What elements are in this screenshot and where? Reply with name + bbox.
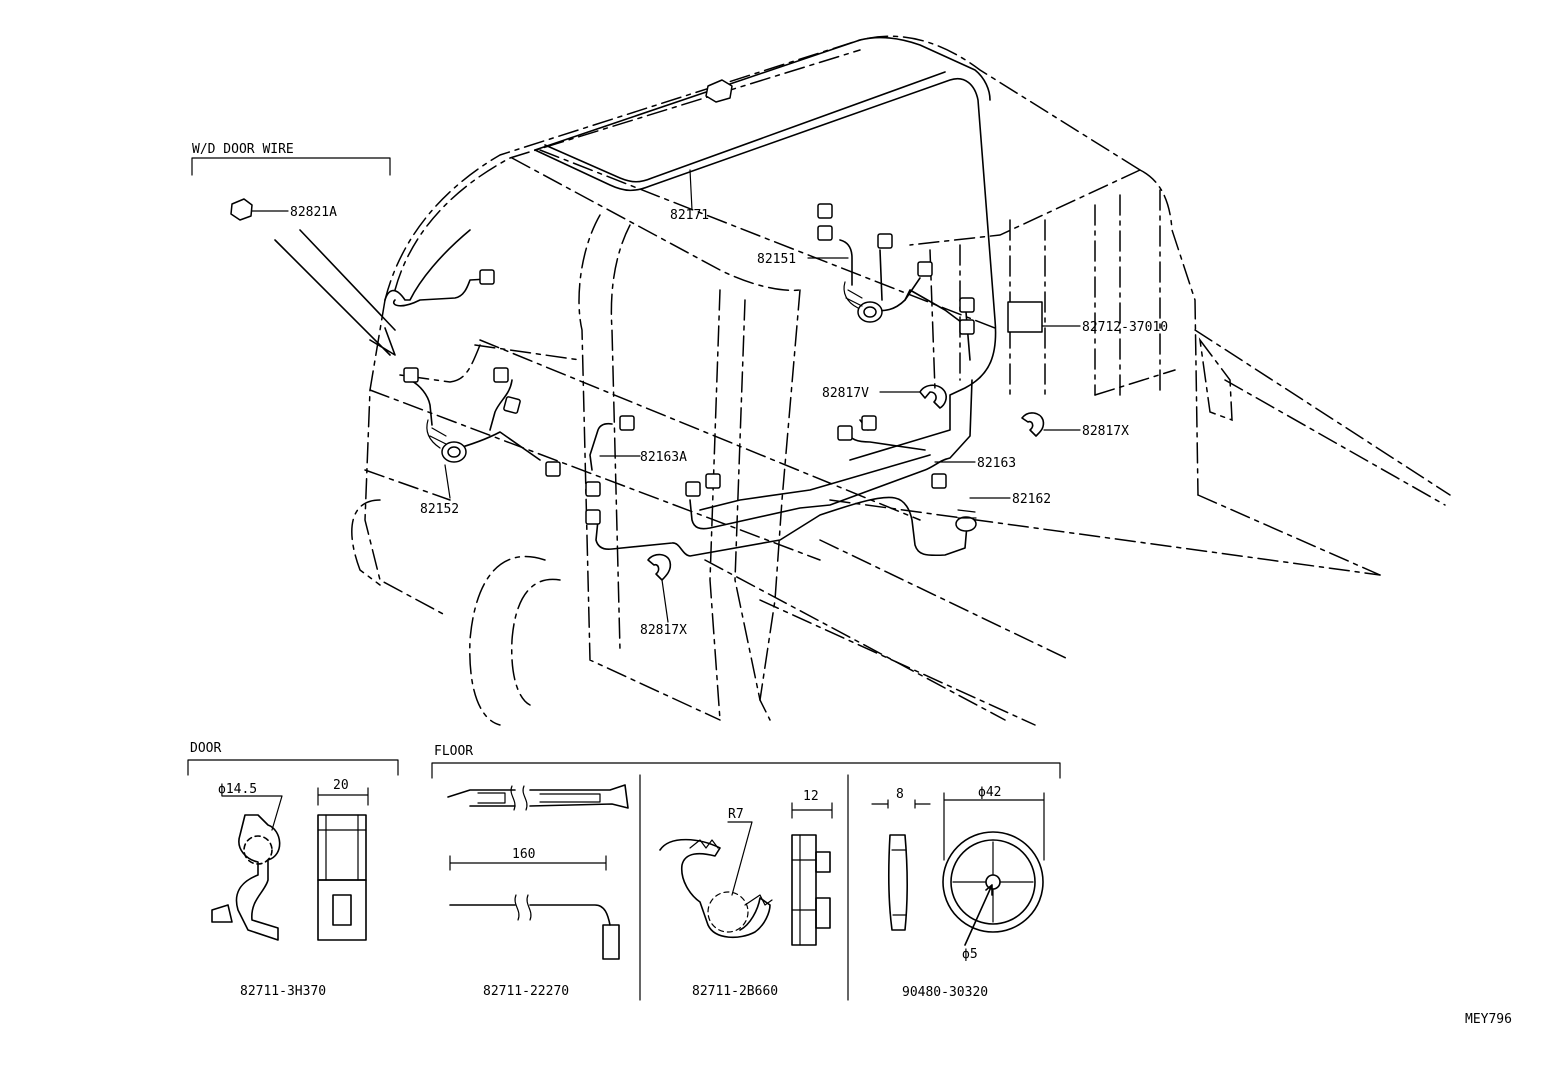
grommet-inner-diameter: ϕ5 — [962, 947, 978, 962]
wd-door-wire-group: W/D DOOR WIRE — [191, 142, 391, 176]
floor-detail-panel: FLOOR 160 82711-22270 R7 12 82711-2B660 … — [431, 744, 1061, 1001]
label-82817V: 82817V — [822, 386, 869, 401]
label-82151: 82151 — [757, 252, 796, 267]
callout-labels: 82821A 82171 82151 82712-37010 82817V 82… — [290, 205, 1168, 638]
door-clip-width: 20 — [333, 778, 349, 793]
label-82821A: 82821A — [290, 205, 337, 220]
harness-grommets — [426, 281, 977, 532]
label-82817X-right: 82817X — [1082, 424, 1129, 439]
label-82152: 82152 — [420, 502, 459, 517]
floor-clip-part-number: 82711-2B660 — [692, 984, 778, 999]
door-detail-panel: DOOR ϕ14.5 20 82711-3H370 — [187, 741, 399, 999]
clips — [647, 384, 1045, 581]
wd-door-wire-label: W/D DOOR WIRE — [192, 142, 294, 157]
connectors — [230, 79, 1043, 525]
door-clip-diameter: ϕ14.5 — [218, 782, 257, 797]
grommet-outer-diameter: ϕ42 — [978, 785, 1001, 800]
floor-clip-width: 12 — [803, 789, 819, 804]
door-clip-part-number: 82711-3H370 — [240, 984, 326, 999]
label-82162: 82162 — [1012, 492, 1051, 507]
grommet-thickness: 8 — [896, 787, 904, 802]
floor-label: FLOOR — [434, 744, 473, 759]
roof-opening — [384, 36, 997, 461]
floor-tie-length: 160 — [512, 847, 535, 862]
figure-code: MEY796 — [1465, 1012, 1512, 1027]
floor-clip-radius: R7 — [728, 807, 744, 822]
grommet-part-number: 90480-30320 — [902, 985, 988, 1000]
label-82817X-bottom: 82817X — [640, 623, 687, 638]
floor-tie-part-number: 82711-22270 — [483, 984, 569, 999]
label-82171: 82171 — [670, 208, 709, 223]
leader-lines — [251, 169, 1081, 623]
vehicle-body-outline — [351, 35, 1451, 726]
door-label: DOOR — [190, 741, 221, 756]
label-82163A: 82163A — [640, 450, 687, 465]
label-82712-37010: 82712-37010 — [1082, 320, 1168, 335]
label-82163: 82163 — [977, 456, 1016, 471]
